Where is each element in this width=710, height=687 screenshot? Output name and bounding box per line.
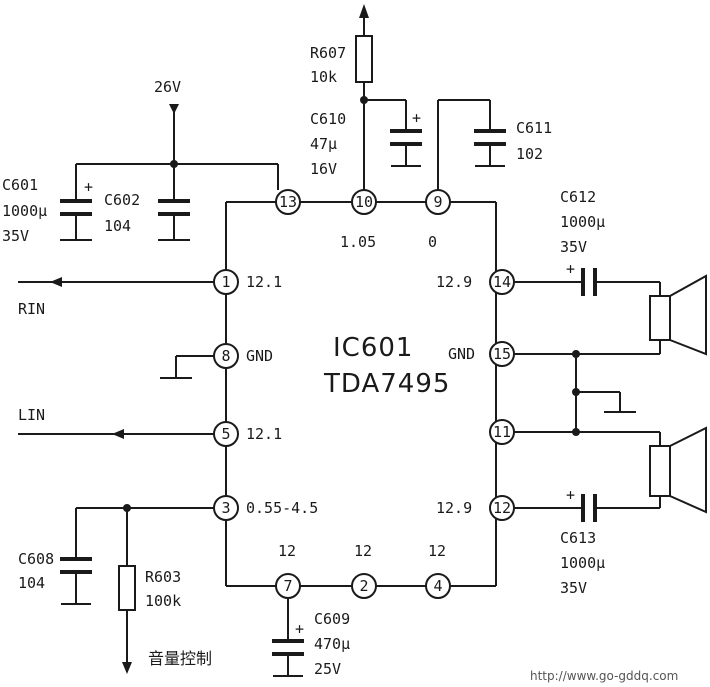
pin-2-number: 2 [359, 577, 368, 595]
c612-ref: C612 [560, 188, 596, 206]
lin-label: LIN [18, 406, 45, 424]
c601-ref: C601 [2, 176, 38, 194]
c601-rating: 35V [2, 227, 29, 245]
c601-polarity: + [84, 178, 93, 196]
lin-line [18, 429, 214, 439]
ic-pins: 13 10 1.05 9 0 1 12.1 8 GND 5 12.1 3 0.55-4.5 14 12.9 1… [213, 189, 515, 599]
rin-line [18, 277, 214, 287]
pin-13-number: 13 [279, 193, 297, 211]
c602-value: 104 [104, 217, 131, 235]
pin-2-circle [351, 573, 377, 599]
pin-4-voltage: 12 [428, 542, 446, 560]
pin-11-circle [489, 419, 515, 445]
c608-value: 104 [18, 574, 45, 592]
pin-7-circle [275, 573, 301, 599]
pin-1-number: 1 [221, 273, 230, 291]
c610-value: 47μ [310, 135, 337, 153]
pin-3-voltage: 0.55-4.5 [246, 499, 318, 517]
rin-label: RIN [18, 300, 45, 318]
pin-15-voltage: GND [448, 345, 475, 363]
pin-5-circle [213, 421, 239, 447]
c611-ref: C611 [516, 119, 552, 137]
pin-1-circle [213, 269, 239, 295]
speaker-1-icon [649, 274, 707, 356]
source-watermark: http://www.go-gddq.com [530, 669, 678, 683]
pin-4-number: 4 [433, 577, 442, 595]
pin-9-number: 9 [433, 193, 442, 211]
pin-7-voltage: 12 [278, 542, 296, 560]
c612-rating: 35V [560, 238, 587, 256]
c613-ref: C613 [560, 529, 596, 547]
c613-value: 1000μ [560, 554, 605, 572]
pin-9-voltage: 0 [428, 233, 437, 251]
pin-7-number: 7 [283, 577, 292, 595]
pin-12-circle [489, 495, 515, 521]
pin-5-number: 5 [221, 425, 230, 443]
supply-voltage-label: 26V [154, 78, 181, 96]
c601-value: 1000μ [2, 202, 47, 220]
pin-8-voltage: GND [246, 347, 273, 365]
c612-polarity: + [566, 260, 575, 278]
gnd-pin8 [160, 355, 214, 379]
pin-13-circle [275, 189, 301, 215]
pin-10-voltage: 1.05 [340, 233, 376, 251]
speaker-2-icon [649, 426, 707, 514]
pin-10-number: 10 [355, 193, 373, 211]
ic-reference: IC601 [333, 333, 413, 363]
pin-15-circle [489, 341, 515, 367]
pin-12-number: 12 [493, 499, 511, 517]
c609-rating: 25V [314, 660, 341, 678]
pin-5-voltage: 12.1 [246, 425, 282, 443]
c610-ref: C610 [310, 110, 346, 128]
pin-11-number: 11 [493, 423, 511, 441]
c612-value: 1000μ [560, 213, 605, 231]
c602-ref: C602 [104, 191, 140, 209]
volume-control-label: 音量控制 [148, 649, 212, 668]
pin-3-number: 3 [221, 499, 230, 517]
c609-polarity: + [295, 620, 304, 638]
pin-9-circle [425, 189, 451, 215]
ic-part-number: TDA7495 [323, 369, 450, 399]
c611-value: 102 [516, 145, 543, 163]
c611-network [437, 99, 506, 190]
pin-10-circle [351, 189, 377, 215]
r607-ref: R607 [310, 44, 346, 62]
pin-14-circle [489, 269, 515, 295]
r607-value: 10k [310, 68, 337, 86]
pin-2-voltage: 12 [354, 542, 372, 560]
c610-rating: 16V [310, 160, 337, 178]
r607-c610-network [355, 4, 422, 190]
supply-network [60, 104, 279, 241]
c608-ref: C608 [18, 550, 54, 568]
pin-14-number: 14 [493, 273, 511, 291]
output-network [514, 268, 661, 522]
c609-value: 470μ [314, 635, 350, 653]
c609-ref: C609 [314, 610, 350, 628]
pin-3-circle [213, 495, 239, 521]
pin-8-circle [213, 343, 239, 369]
c609-network [272, 598, 304, 677]
volume-control-network [60, 504, 214, 674]
pin-14-voltage: 12.9 [436, 273, 472, 291]
pin-1-voltage: 12.1 [246, 273, 282, 291]
r603-value: 100k [145, 592, 181, 610]
c610-polarity: + [412, 109, 421, 127]
pin-15-number: 15 [493, 345, 511, 363]
c613-polarity: + [566, 486, 575, 504]
pin-12-voltage: 12.9 [436, 499, 472, 517]
c613-rating: 35V [560, 579, 587, 597]
r603-ref: R603 [145, 568, 181, 586]
pin-4-circle [425, 573, 451, 599]
pin-8-number: 8 [221, 347, 230, 365]
